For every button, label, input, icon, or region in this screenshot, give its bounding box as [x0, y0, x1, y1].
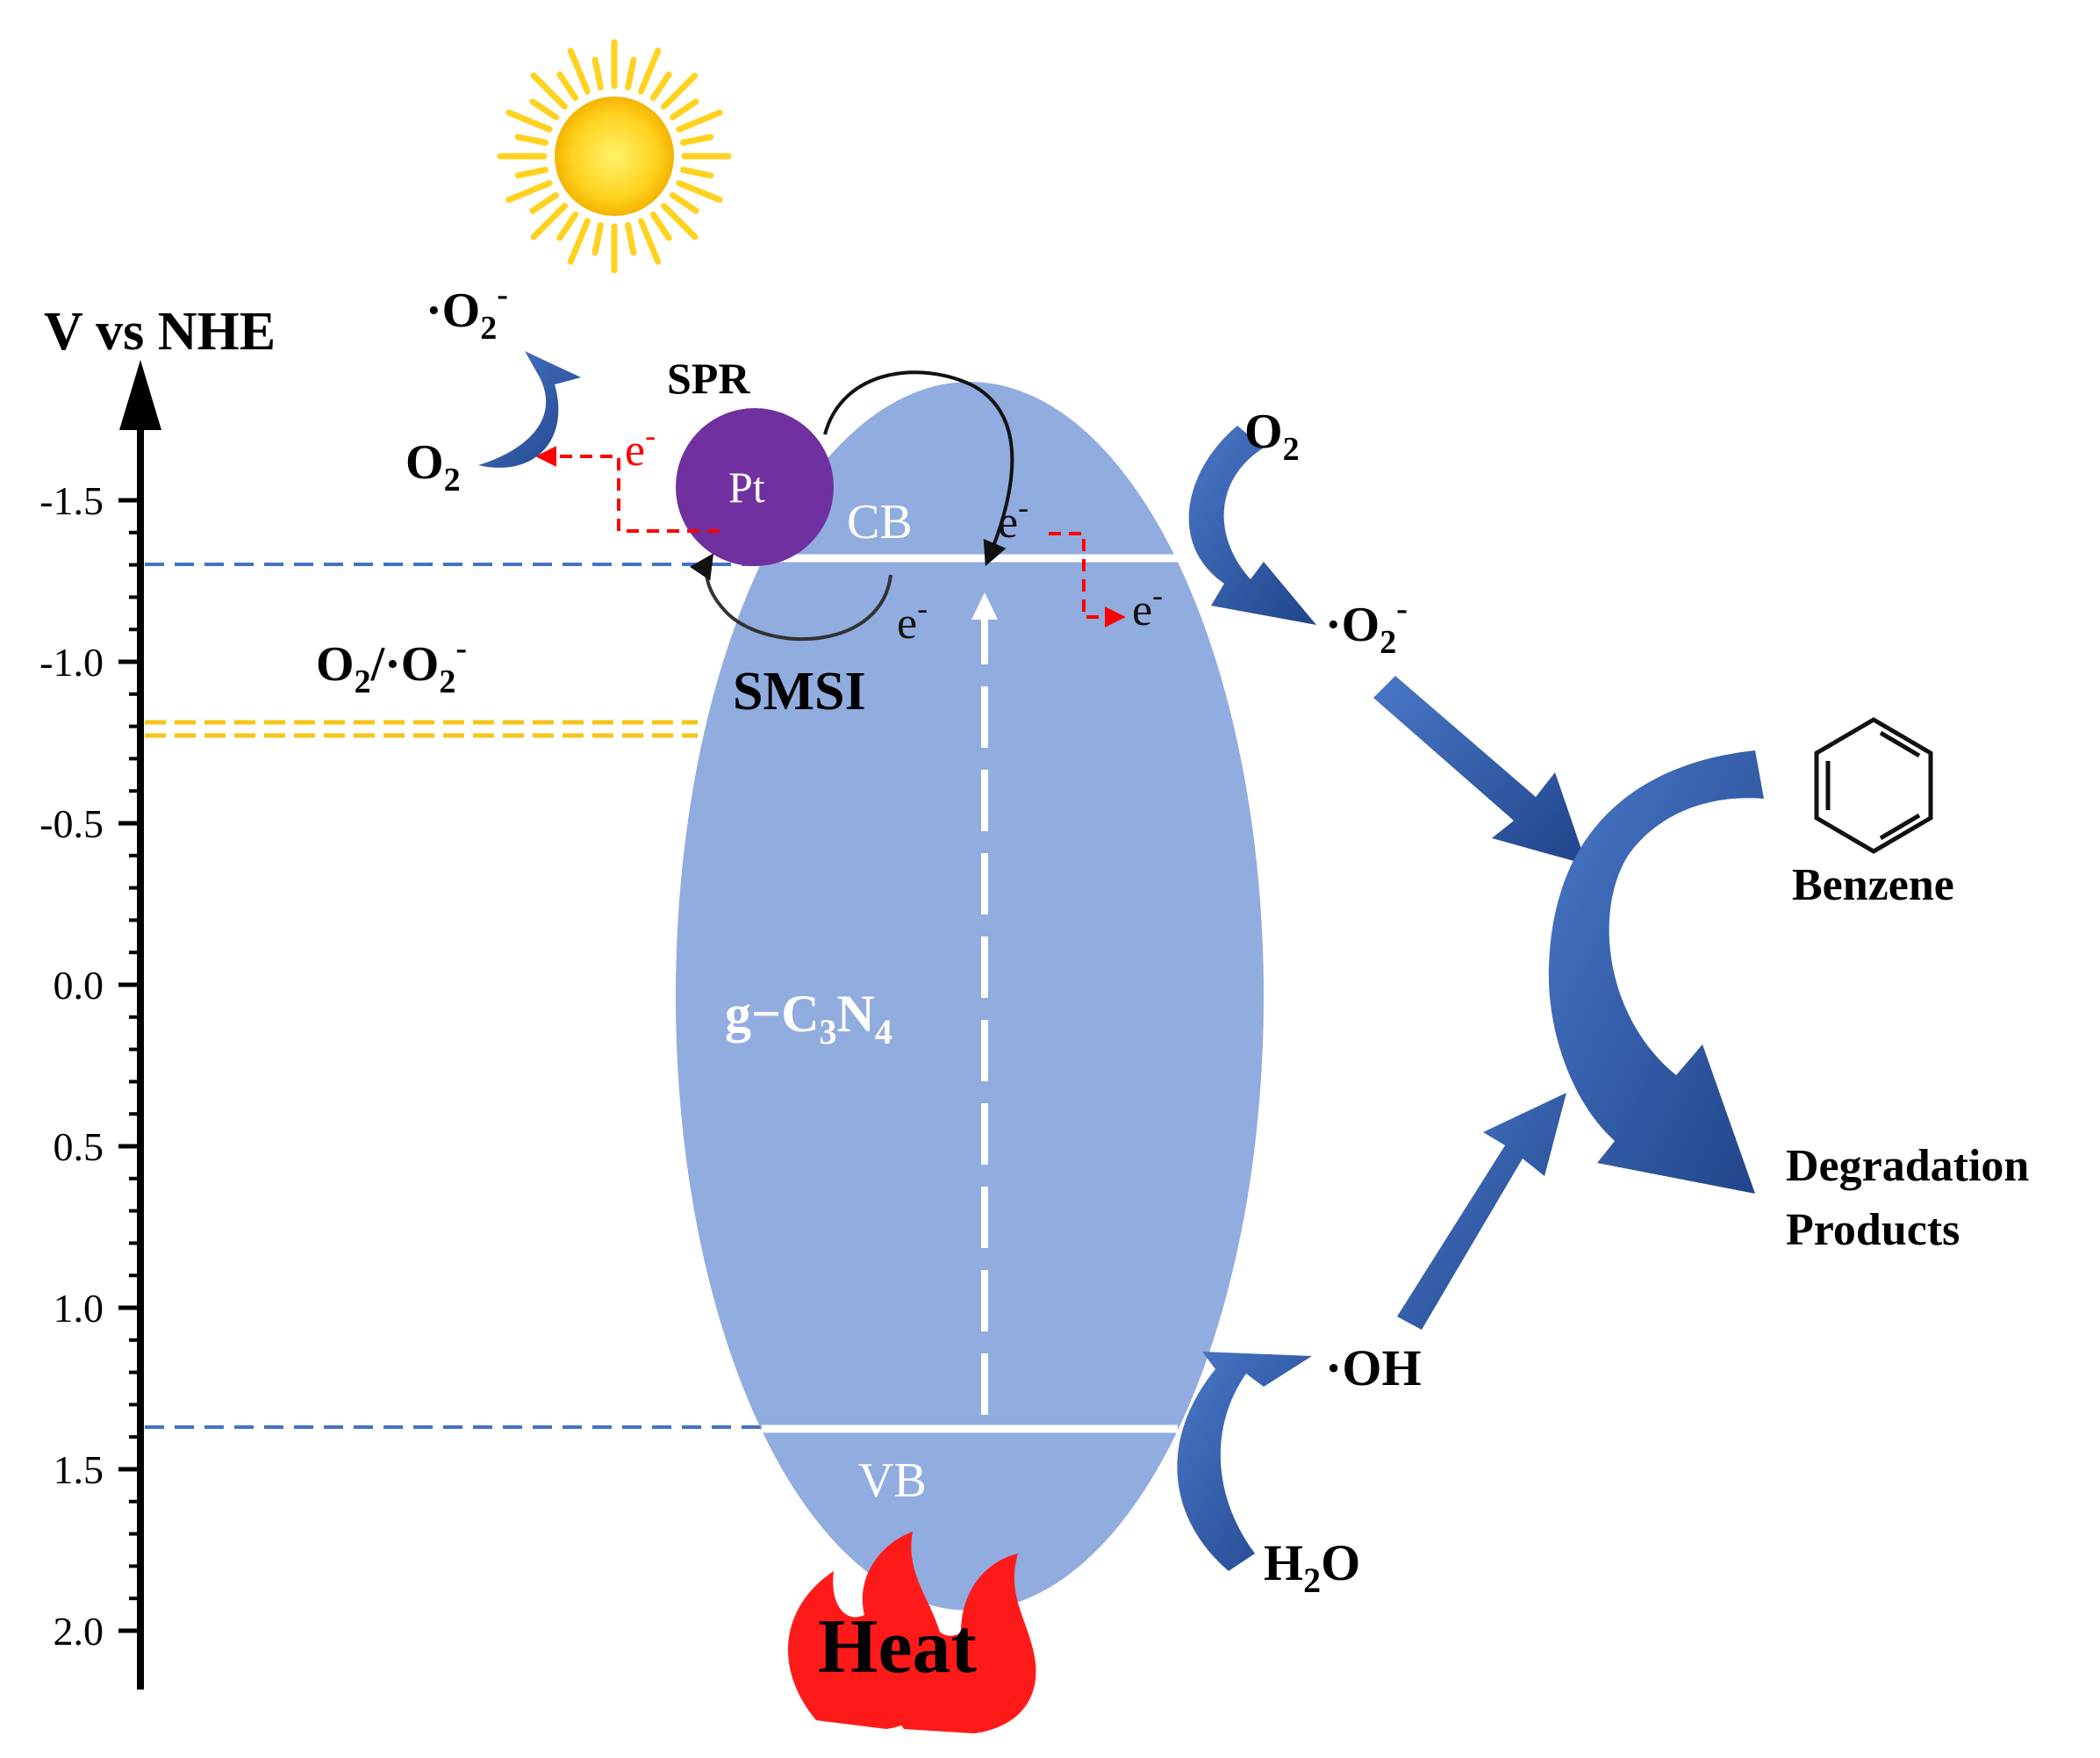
water-label: H2O	[1264, 1534, 1360, 1600]
sun-ray	[638, 47, 662, 95]
superoxide-label-right: ·O2-	[1325, 591, 1408, 661]
superoxide-label-top: ·O2-	[426, 276, 508, 347]
sun-ray	[670, 191, 699, 214]
o2-label-left: O2	[405, 435, 461, 499]
axis-tick-label: 2.0	[54, 1609, 104, 1654]
sun-ray	[676, 109, 723, 133]
flame-icon	[787, 1532, 1036, 1733]
axis-tick-label: 0.0	[54, 963, 104, 1008]
sun-ray	[625, 222, 637, 256]
sun-ray	[591, 222, 604, 256]
spr-electron-transfer-arrow	[823, 370, 1014, 567]
smsi-electron-transfer-arrow	[689, 553, 892, 642]
red-electron-path-left	[535, 446, 720, 533]
sun-ray	[661, 72, 699, 110]
pt-nanoparticle	[676, 408, 834, 566]
sun-ray	[638, 218, 662, 265]
g-c3n4-label: g−C3N4	[725, 985, 892, 1051]
water-to-hydroxyl-arrow	[1177, 1352, 1312, 1571]
axis-tick-label: -1.5	[39, 478, 104, 523]
pt-label: Pt	[728, 463, 765, 512]
sun-ray	[680, 167, 714, 179]
o2-to-superoxide-arrow-left	[478, 351, 581, 468]
potential-axis: -1.5 -1.0 -0.5 0.0 0.5 1.0 1.5 2.0	[39, 360, 161, 1690]
vb-label: VB	[858, 1453, 927, 1508]
heat-label: Heat	[818, 1604, 977, 1690]
sun-ray	[505, 109, 553, 133]
hydroxyl-label: ·OH	[1325, 1339, 1422, 1396]
sun-ray	[591, 56, 604, 90]
electron-label-right: e-	[1132, 578, 1163, 635]
sun-ray	[556, 71, 579, 101]
sun-ray	[625, 56, 637, 90]
sun-ray	[529, 191, 559, 214]
sun-ray	[505, 180, 553, 204]
benzene-label: Benzene	[1792, 860, 1954, 910]
axis-tick-label: -1.0	[39, 640, 104, 685]
sun-ray	[567, 218, 591, 265]
sun-ray	[649, 71, 672, 101]
sun-ray	[530, 72, 568, 110]
spr-label: SPR	[667, 354, 750, 403]
excitation-arrowhead	[971, 592, 998, 620]
smsi-label: SMSI	[733, 662, 866, 721]
o2-to-superoxide-arrow-right	[1188, 426, 1316, 625]
sun-ray	[676, 180, 723, 204]
axis-tick-label: 0.5	[54, 1124, 104, 1169]
degradation-products-label-line2: Products	[1786, 1205, 1960, 1255]
benzene-degradation-curved-arrow	[1548, 750, 1764, 1194]
cb-label: CB	[847, 495, 913, 549]
axis-tick-label: -0.5	[39, 801, 104, 846]
axis-tick-label: 1.0	[54, 1286, 104, 1331]
electron-label-cb: e-	[998, 490, 1028, 548]
degradation-products-label-line1: Degradation	[1786, 1141, 2029, 1191]
g-c3n4-ellipse	[676, 382, 1264, 1611]
sun-ray	[529, 98, 559, 121]
sun-ray	[567, 47, 591, 95]
sun-ray	[530, 203, 568, 240]
sun-ray	[514, 167, 548, 179]
sun-ray	[661, 203, 699, 240]
o2-label-right: O2	[1244, 405, 1300, 468]
hydroxyl-to-reaction-arrow	[1397, 1093, 1566, 1330]
sun-ray	[680, 133, 714, 146]
sun-ray	[670, 98, 699, 121]
electron-label-spr: e-	[625, 418, 656, 476]
superoxide-to-reaction-arrow	[1373, 676, 1587, 865]
axis-title: V vs NHE	[44, 302, 276, 362]
axis-tick-label: 1.5	[54, 1447, 104, 1492]
electron-label-smsi: e-	[897, 591, 928, 649]
sun-icon	[497, 39, 732, 274]
benzene-ring-icon	[1814, 717, 1933, 854]
sun-ray	[514, 133, 548, 146]
sun-ray	[556, 212, 579, 241]
sun-ray	[649, 212, 672, 241]
redox-pair-label: O2/·O2-	[316, 630, 467, 700]
